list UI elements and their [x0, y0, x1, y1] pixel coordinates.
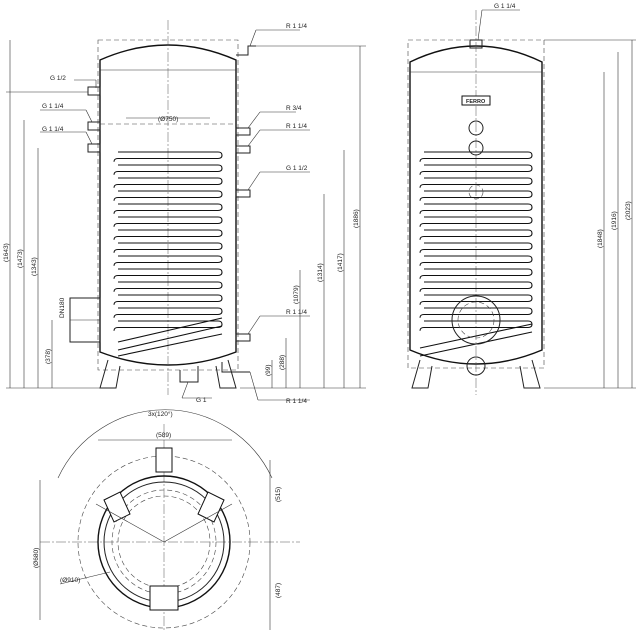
dim-angle: 3x(120°) [148, 410, 173, 418]
side-tank-body [409, 45, 543, 365]
label-g-1-1-4-a: G 1 1/4 [42, 103, 64, 110]
label-g-1-2: G 1/2 [50, 75, 66, 82]
dim-1916: (1916) [611, 211, 618, 230]
dim-1417: (1417) [337, 253, 344, 272]
side-view: FERRO G 1 1/4 (1848) (1916) (2023) [407, 3, 636, 395]
label-r-1-1-4-bot: R 1 1/4 [286, 398, 307, 405]
front-conn-r34 [235, 127, 251, 136]
front-conn-r114-mid [235, 145, 251, 154]
label-g-1: G 1 [196, 397, 207, 404]
front-conn-g112 [235, 189, 251, 198]
dim-d910: (Ø910) [60, 577, 80, 584]
label-r-1-1-4-low: R 1 1/4 [286, 309, 307, 316]
side-leg-right [519, 359, 541, 389]
front-bottom-connector [179, 366, 199, 383]
dim-1848: (1848) [597, 229, 604, 248]
label-dn180: DN180 [59, 297, 66, 318]
side-brand-plate [461, 95, 491, 106]
front-tank-body [99, 44, 237, 366]
dim-d680: (Ø680) [33, 548, 40, 568]
front-conn-r114-top [236, 45, 256, 56]
front-conn-r114-bot [221, 362, 250, 373]
dim-487: (487) [275, 583, 282, 598]
dim-589: (589) [156, 432, 171, 439]
side-port-1 [468, 120, 484, 136]
top-leg-3 [149, 585, 179, 611]
dim-1886: (1886) [353, 209, 360, 228]
side-port-2 [468, 140, 484, 156]
top-angle-arc [57, 409, 273, 479]
front-lower-coil [117, 317, 223, 357]
front-conn-g114a [87, 121, 101, 131]
dim-1343: (1343) [31, 257, 38, 276]
front-conn-g114b [87, 143, 101, 153]
dim-2023: (2023) [625, 201, 632, 220]
dim-1079: (1079) [293, 285, 300, 304]
top-leg-1 [103, 491, 131, 523]
front-leg-right [215, 359, 237, 389]
side-flange-circle [451, 295, 501, 345]
front-conn-r114-low [235, 333, 251, 342]
side-port-3 [468, 184, 484, 200]
label-g-1-1-4-b: G 1 1/4 [42, 126, 64, 133]
front-leg-left [99, 359, 121, 389]
dim-1314: (1314) [317, 263, 324, 282]
dim-1473: (1473) [17, 249, 24, 268]
top-connector [155, 447, 173, 473]
label-r-3-4: R 3/4 [286, 105, 302, 112]
side-brand-text: FERRO [466, 99, 486, 105]
front-conn-g12 [87, 86, 101, 96]
side-top-connector [469, 39, 483, 49]
side-bottom-port [466, 356, 486, 376]
dim-99: (99) [265, 364, 272, 376]
front-view: G 1/2 G 1 1/4 G 1 1/4 R 1 1/4 R 3/4 R 1 … [3, 20, 366, 405]
dim-d750: (Ø750) [158, 116, 178, 123]
label-g-1-1-2: G 1 1/2 [286, 165, 308, 172]
side-coil [419, 151, 533, 331]
side-leg-left [411, 359, 433, 389]
dim-515: (515) [275, 487, 282, 502]
label-g-1-1-4-side: G 1 1/4 [494, 3, 516, 10]
dim-1643: (1643) [3, 243, 10, 262]
label-r-1-1-4-top: R 1 1/4 [286, 23, 307, 30]
dim-288: (288) [279, 355, 286, 370]
front-coil [113, 151, 223, 331]
top-leg-2 [197, 491, 225, 523]
dim-378: (378) [45, 349, 52, 364]
top-view: 3x(120°) (589) (Ø680) (Ø910) (515) (487) [33, 409, 300, 632]
label-r-1-1-4-mid: R 1 1/4 [286, 123, 307, 130]
